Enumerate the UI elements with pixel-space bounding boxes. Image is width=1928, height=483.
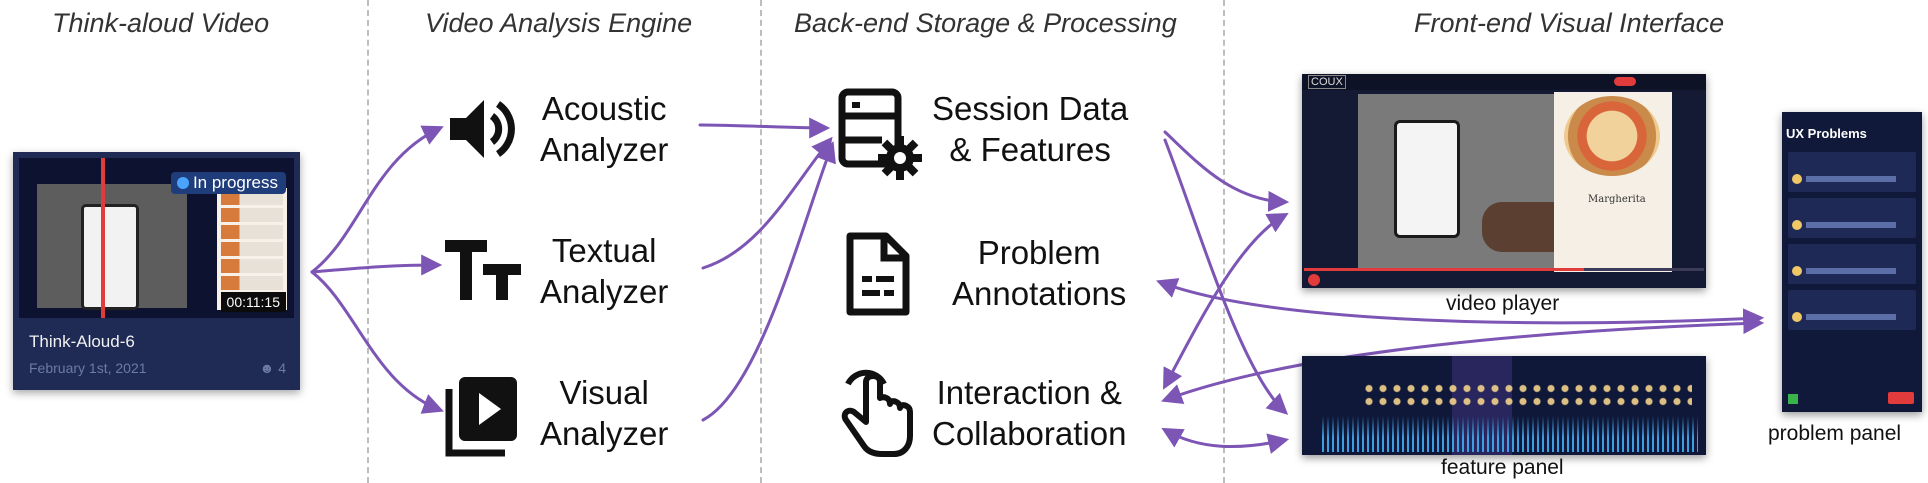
interaction-collaboration-label: Interaction & Collaboration [932,374,1127,452]
stage-title-engine: Video Analysis Engine [425,8,693,38]
status-badge: In progress [170,172,286,194]
pizza-image [1564,96,1660,176]
playhead [101,158,105,318]
app-logo: COUX [1308,75,1346,89]
arrow-textual-to-session [701,136,833,270]
acoustic-analyzer-label: Acoustic Analyzer [540,90,669,168]
text-size-icon [445,240,523,307]
visual-analyzer-label: Visual Analyzer [540,374,669,452]
arrow-acoustic-to-session [698,117,831,139]
problem-annotations-label: Problem Annotations [952,234,1127,312]
play-button [1308,274,1320,286]
timecode: 00:11:15 [220,292,286,312]
feature-markers [1362,382,1692,408]
session-date: February 1st, 2021 [29,360,147,376]
problem-panel-title: UX Problems [1786,126,1867,141]
stage-title-backend: Back-end Storage & Processing [794,8,1177,38]
video-thumbnail: In progress 00:11:15 [19,158,294,318]
arrow-session-to-player [1163,130,1290,212]
arrow-interaction-problem-panel [1161,313,1765,405]
stage-divider [367,0,369,483]
problem-item [1788,244,1916,284]
video-thumbnail-card[interactable]: In progress 00:11:15 Think-Aloud-6 Febru… [13,152,300,390]
video-player-caption: video player [1446,292,1560,315]
arrow-video-to-textual [310,254,443,276]
session-data-label: Session Data & Features [932,90,1129,168]
status-indicator [1788,394,1798,404]
video-library-icon [445,375,519,462]
feature-panel-screenshot [1302,356,1706,455]
problem-panel-screenshot: UX Problems [1782,112,1922,412]
storage-gear-icon [838,88,922,185]
touch-icon [838,362,916,463]
audio-waveform [1322,416,1698,452]
speaker-icon [446,94,516,169]
stage-title-frontend: Front-end Visual Interface [1414,8,1725,38]
document-icon [846,232,910,321]
submit-button [1888,392,1914,404]
problem-panel-caption: problem panel [1768,422,1902,445]
arrow-visual-to-session [701,141,836,422]
problem-item [1788,152,1916,192]
stage-title-input: Think-aloud Video [52,8,270,38]
recipe-title: Margherita [1588,194,1646,205]
problem-item [1788,290,1916,330]
timeline-scrubber [1304,268,1704,271]
user-count: ☻ 4 [259,360,286,376]
arrow-video-to-visual [310,270,444,414]
problem-item [1788,198,1916,238]
toggle-switch [1614,77,1636,86]
arrow-interaction-feature [1161,427,1290,454]
session-title: Think-Aloud-6 [29,332,135,351]
menu-preview [217,188,287,310]
feature-panel-caption: feature panel [1441,456,1564,479]
user-icon: ☻ [259,360,275,376]
stage-divider [760,0,762,483]
video-player-screenshot: COUX Margherita [1302,74,1706,288]
textual-analyzer-label: Textual Analyzer [540,232,669,310]
arrow-video-to-acoustic [310,125,444,274]
